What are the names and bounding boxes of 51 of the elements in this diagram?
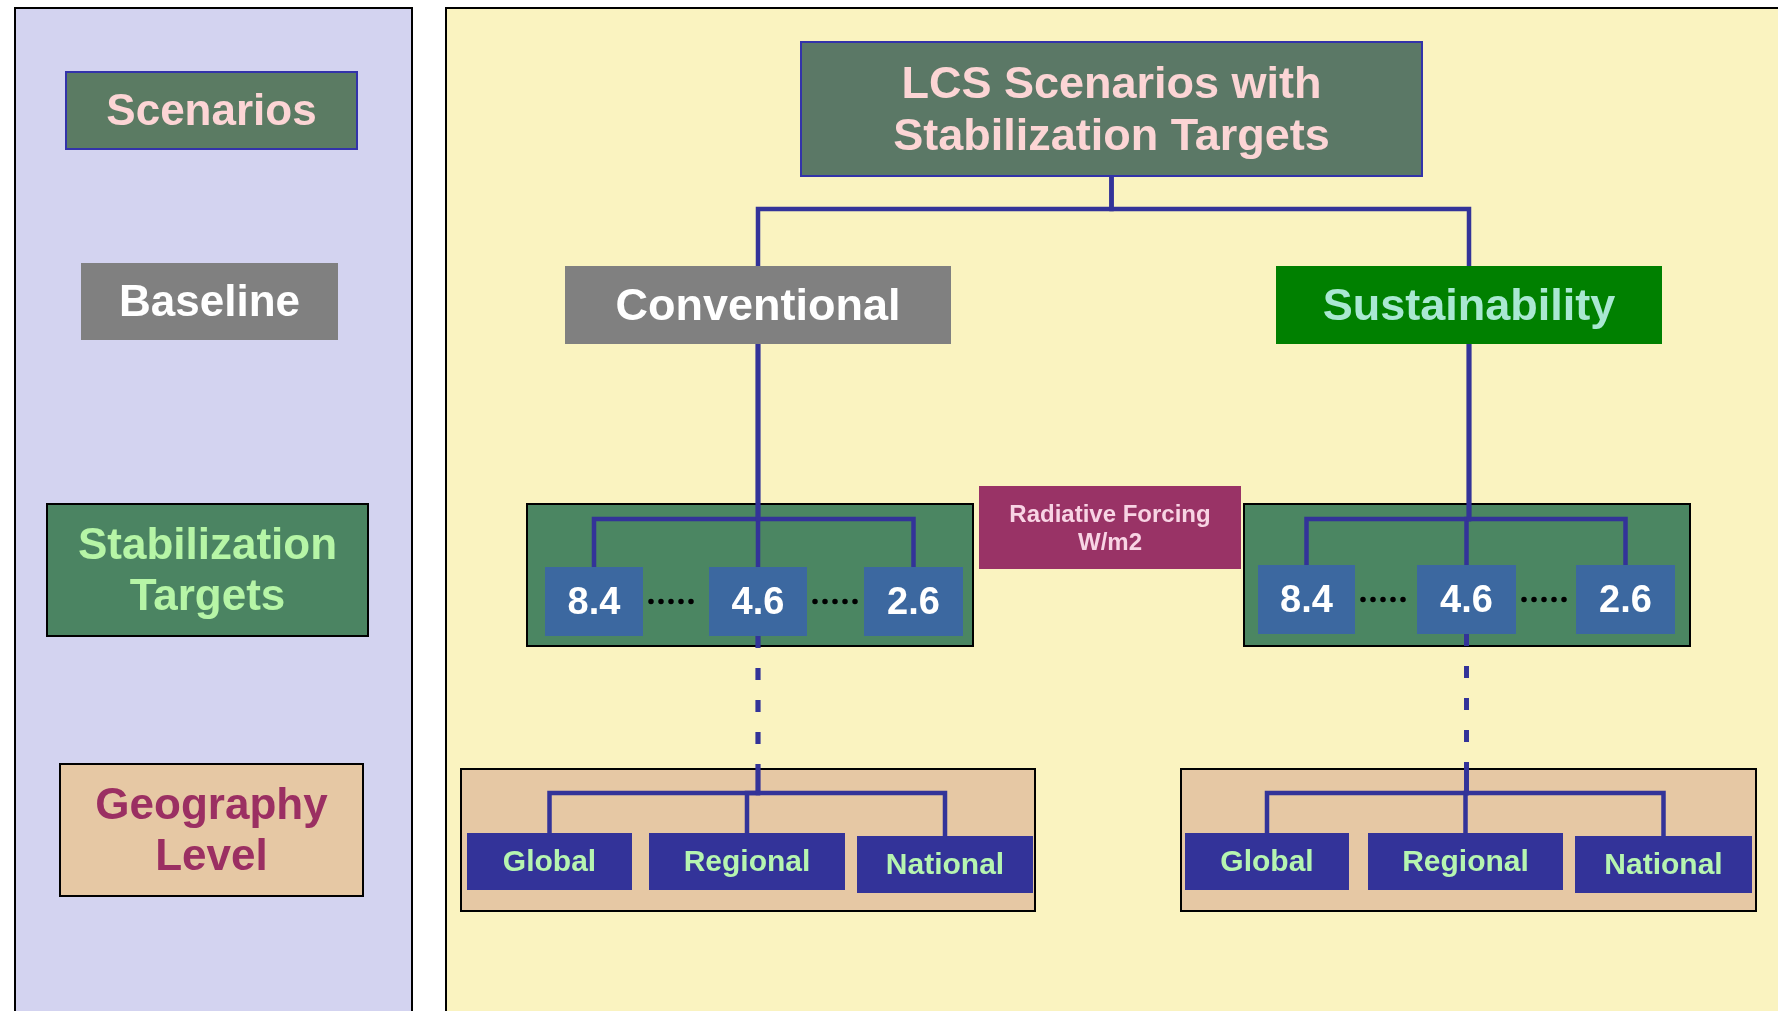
- box-label: Conventional: [614, 279, 902, 331]
- box-label: Stabilization Targets: [76, 519, 339, 621]
- connector-line: [1466, 344, 1628, 565]
- target-value-box: [864, 567, 963, 636]
- box-label: 8.4: [1279, 577, 1334, 622]
- target-value-box: [1576, 565, 1675, 634]
- level-box: [59, 763, 364, 897]
- target-group-box: [526, 503, 974, 647]
- level-box: [65, 71, 358, 150]
- geography-box: [1185, 833, 1349, 890]
- main-panel: [445, 7, 1778, 1011]
- box-label: 2.6: [886, 579, 941, 624]
- target-value-box: [709, 567, 807, 636]
- box-label: 4.6: [1439, 577, 1494, 622]
- box-label: 4.6: [730, 579, 786, 624]
- box-label: National: [1603, 847, 1724, 882]
- target-group-box: [1243, 503, 1691, 647]
- connector-line: [755, 344, 916, 567]
- target-value-box: [1258, 565, 1355, 634]
- connector-line: [1109, 177, 1472, 266]
- title-box: [800, 41, 1423, 177]
- box-label: Radiative Forcing W/m2: [1008, 499, 1212, 556]
- scenario-box: [565, 266, 951, 344]
- box-label: 8.4: [566, 579, 622, 624]
- level-box: [81, 263, 338, 340]
- scenario-box: [1276, 266, 1662, 344]
- level-box: [46, 503, 369, 637]
- forcing-box: [979, 486, 1241, 569]
- box-label: National: [884, 847, 1006, 882]
- box-label: Global: [1219, 844, 1315, 879]
- geography-box: [1575, 836, 1752, 893]
- connector-line: [755, 636, 948, 836]
- target-value-box: [1417, 565, 1516, 634]
- geography-group-box: [1180, 768, 1757, 912]
- box-label: Baseline: [118, 276, 301, 327]
- geography-box: [1368, 833, 1563, 890]
- geography-group-box: [460, 768, 1036, 912]
- box-label: Global: [501, 844, 598, 879]
- box-label: Geography Level: [94, 779, 329, 881]
- connector-line: [812, 598, 859, 605]
- box-label: LCS Scenarios with Stabilization Targets: [892, 57, 1331, 161]
- geography-box: [467, 833, 632, 890]
- side-panel: [14, 7, 413, 1011]
- box-label: Regional: [1401, 844, 1530, 879]
- box-label: Sustainability: [1321, 279, 1617, 331]
- box-label: Scenarios: [105, 85, 318, 136]
- geography-box: [649, 833, 845, 890]
- target-value-box: [545, 567, 643, 636]
- box-label: 2.6: [1598, 577, 1653, 622]
- geography-box: [857, 836, 1033, 893]
- box-label: Regional: [682, 844, 812, 879]
